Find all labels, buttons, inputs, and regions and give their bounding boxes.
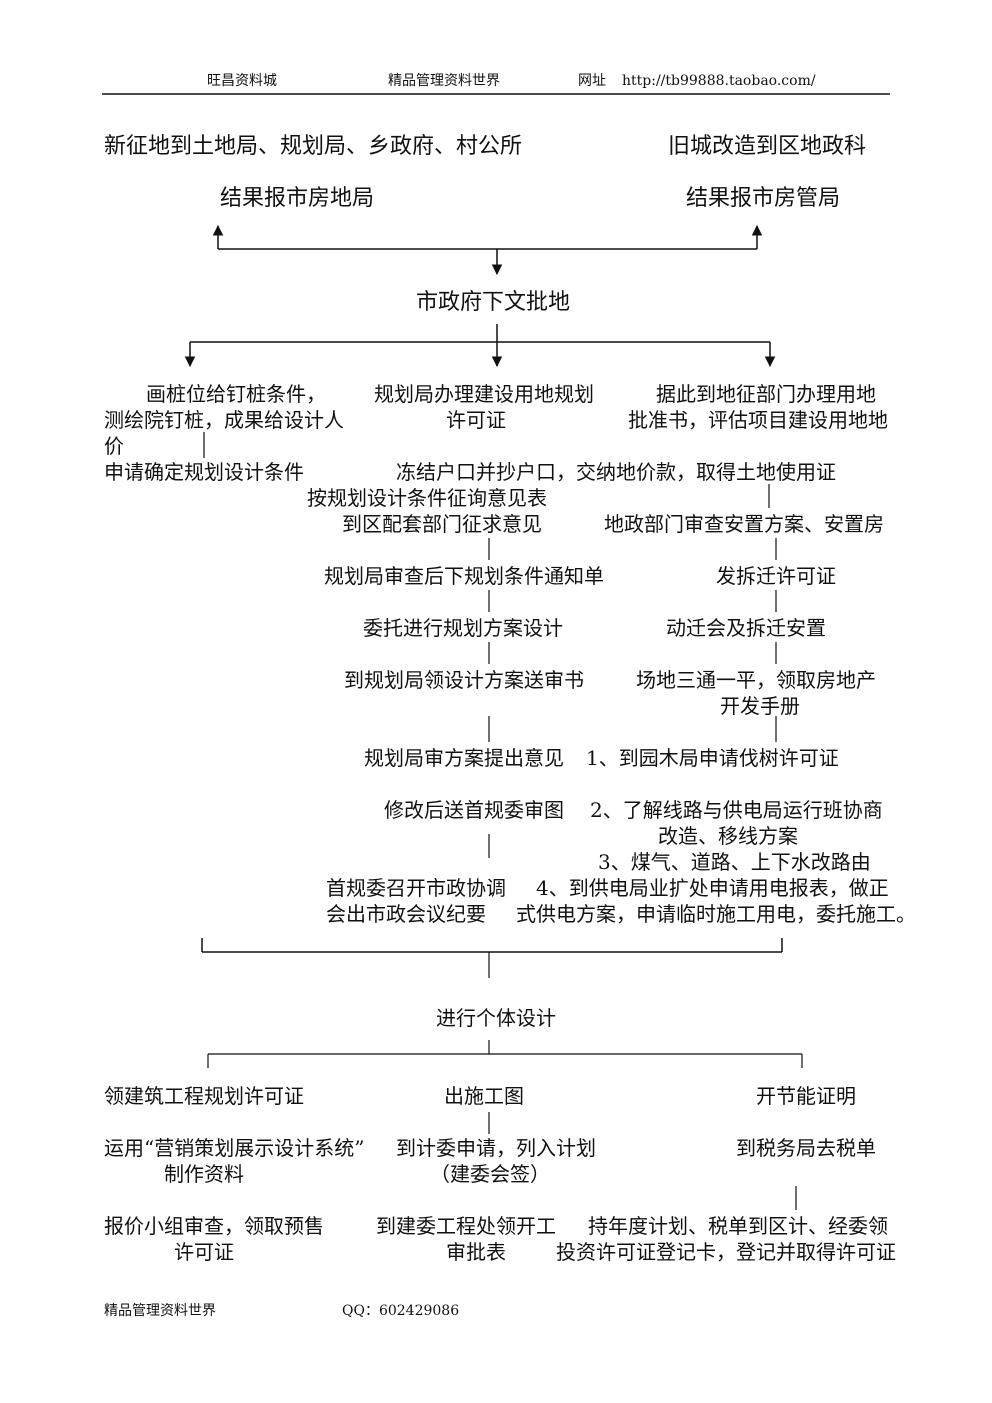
pile-line-3: 价 <box>104 434 124 458</box>
item-2-line-2: 改造、移线方案 <box>658 824 798 848</box>
meeting-line-1: 首规委召开市政协调 <box>326 876 506 900</box>
construction-drawings: 出施工图 <box>444 1084 524 1108</box>
pile-line-1: 画桩位给钉桩条件， <box>146 382 326 406</box>
site-prep-line-2: 开发手册 <box>720 694 800 718</box>
header-title: 精品管理资料世界 <box>388 73 500 89</box>
item-4-line-1: 4、到供电局业扩处申请用电报表，做正 <box>536 876 889 900</box>
city-approval: 市政府下文批地 <box>416 290 571 315</box>
old-city-title: 旧城改造到区地政科 <box>668 134 867 159</box>
apply-planning-conditions: 申请确定规划设计条件 <box>104 460 304 484</box>
tax-bill: 到税务局去税单 <box>736 1136 876 1160</box>
individual-design: 进行个体设计 <box>436 1006 556 1030</box>
left-result: 结果报市房地局 <box>220 186 375 211</box>
marketing-system-line-2: 制作资料 <box>164 1162 244 1186</box>
presale-permit-line-2: 许可证 <box>174 1240 234 1264</box>
planning-commission-line-1: 到计委申请，列入计划 <box>396 1136 596 1160</box>
new-land-title: 新征地到土地局、规划局、乡政府、村公所 <box>104 134 523 159</box>
freeze-household: 冻结户口并抄户口，交纳地价款，取得土地使用证 <box>396 460 836 484</box>
pile-line-2: 测绘院钉桩，成果给设计人 <box>104 408 344 432</box>
construction-approval-line-2: 审批表 <box>446 1240 506 1264</box>
planning-notice: 规划局审查后下规划条件通知单 <box>324 564 604 588</box>
footer-title: 精品管理资料世界 <box>104 1303 216 1319</box>
footer-qq: QQ：602429086 <box>342 1303 460 1319</box>
header-url-label: 网址 <box>578 73 606 89</box>
land-approval-line-2: 批准书，评估项目建设用地地 <box>628 408 888 432</box>
mobilization: 动迁会及拆迁安置 <box>666 616 826 640</box>
construction-approval-line-1: 到建委工程处领开工 <box>376 1214 556 1238</box>
demolition-permit: 发拆迁许可证 <box>716 564 836 588</box>
land-approval-line-1: 据此到地征部门办理用地 <box>656 382 876 406</box>
revise-submit: 修改后送首规委审图 <box>384 798 564 822</box>
opinion-form: 按规划设计条件征询意见表 <box>307 486 547 510</box>
planning-commission-line-2: （建委会签） <box>430 1162 550 1186</box>
resettlement-review: 地政部门审查安置方案、安置房 <box>604 512 884 536</box>
header-shop-name: 旺昌资料城 <box>207 73 277 89</box>
review-opinion: 规划局审方案提出意见 <box>364 746 564 770</box>
item-4-line-2: 式供电方案，申请临时施工用电，委托施工。 <box>516 902 916 926</box>
item-1: 1、到园木局申请伐树许可证 <box>586 746 839 770</box>
presale-permit-line-1: 报价小组审查，领取预售 <box>104 1214 324 1238</box>
marketing-system-line-1: 运用“营销策划展示设计系统” <box>104 1136 365 1160</box>
item-2-line-1: 2、了解线路与供电局运行班协商 <box>590 798 883 822</box>
planning-permit-line-2: 许可证 <box>446 408 506 432</box>
energy-certificate: 开节能证明 <box>756 1084 856 1108</box>
meeting-line-2: 会出市政会议纪要 <box>326 902 486 926</box>
supporting-depts: 到区配套部门征求意见 <box>342 512 542 536</box>
item-3: 3、煤气、道路、上下水改路由 <box>598 850 871 874</box>
building-permit: 领建筑工程规划许可证 <box>104 1084 304 1108</box>
investment-permit-line-2: 投资许可证登记卡，登记并取得许可证 <box>556 1240 896 1264</box>
submit-book: 到规划局领设计方案送审书 <box>344 668 584 692</box>
site-prep-line-1: 场地三通一平，领取房地产 <box>636 668 876 692</box>
investment-permit-line-1: 持年度计划、税单到区计、经委领 <box>588 1214 888 1238</box>
planning-permit-line-1: 规划局办理建设用地规划 <box>374 382 594 406</box>
scheme-design: 委托进行规划方案设计 <box>363 616 563 640</box>
right-result: 结果报市房管局 <box>686 186 841 211</box>
header-url-link[interactable]: http://tb99888.taobao.com/ <box>622 73 816 89</box>
